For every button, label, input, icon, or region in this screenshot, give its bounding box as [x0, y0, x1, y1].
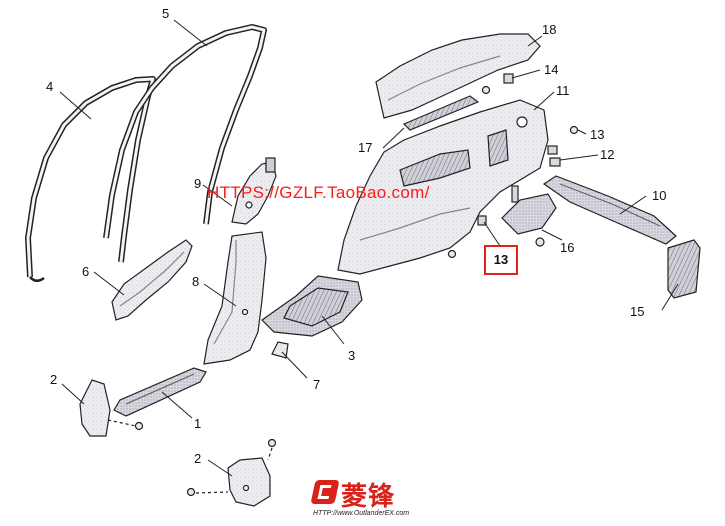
logo-url: HTTP://www.OutlanderEX.com — [313, 510, 410, 517]
callout-1: 1 — [194, 416, 201, 431]
callout-4: 4 — [46, 79, 53, 94]
callout-5: 5 — [162, 6, 169, 21]
callout-6: 6 — [82, 264, 89, 279]
part-11-quarter-trim-panel — [337, 99, 549, 275]
leader-lines — [59, 19, 679, 477]
highlight-box-13: 13 — [484, 245, 518, 275]
brand-logo: 菱锋 HTTP://www.OutlanderEX.com — [310, 478, 431, 522]
part-9-pillar-clip — [231, 157, 277, 225]
callout-10: 10 — [652, 188, 666, 203]
callout-14: 14 — [544, 62, 558, 77]
callout-8: 8 — [192, 274, 199, 289]
callout-2-lower: 2 — [194, 451, 201, 466]
highlight-label-13: 13 — [493, 252, 509, 267]
callout-16: 16 — [560, 240, 574, 255]
part-4-door-weatherstrip — [25, 76, 156, 282]
part-15-corner-piece — [667, 239, 701, 299]
part-14-fastener — [481, 73, 514, 95]
callout-11: 11 — [556, 83, 570, 98]
part-10-sill-plate — [542, 175, 677, 245]
part-3-rear-step-panel — [261, 275, 363, 337]
part-18-upper-quarter-trim — [375, 33, 541, 119]
part-2-kick-panel-front — [79, 379, 144, 437]
logo-text: 菱锋 — [341, 482, 396, 512]
part-13-clip — [447, 125, 579, 259]
callout-17: 17 — [358, 140, 372, 155]
part-16-anchor-cover — [501, 185, 557, 247]
watermark-text: HTTPS://GZLF.TaoBao.com/ — [207, 183, 430, 202]
callout-3: 3 — [348, 348, 355, 363]
callout-9: 9 — [194, 176, 201, 191]
part-6-a-pillar-trim — [111, 239, 193, 321]
part-2-kick-panel-rear — [186, 438, 277, 507]
callout-12: 12 — [600, 147, 614, 162]
part-1-scuff-plate — [113, 367, 207, 417]
logo-mark-icon — [310, 480, 340, 504]
callout-13: 13 — [590, 127, 604, 142]
callout-18: 18 — [542, 22, 556, 37]
part-5-rear-weatherstrip — [103, 24, 267, 239]
part-8-center-pillar-trim — [203, 231, 267, 365]
callout-labels: 5 4 9 6 8 3 7 2 1 2 18 14 11 13 12 17 10… — [46, 6, 666, 466]
callout-7: 7 — [313, 377, 320, 392]
callout-15: 15 — [630, 304, 644, 319]
part-17-garnish — [402, 95, 480, 131]
callout-2-upper: 2 — [50, 372, 57, 387]
